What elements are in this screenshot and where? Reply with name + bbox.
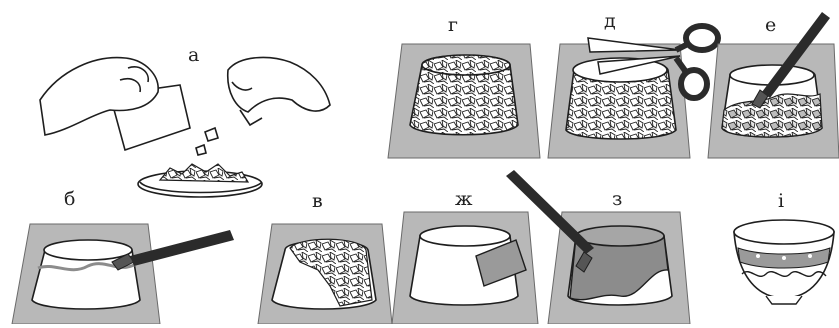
- panel-label-d: д: [604, 12, 616, 31]
- panel-label-zh: ж: [455, 190, 472, 209]
- panel-label-b: б: [64, 190, 75, 209]
- panel-g-covered: [388, 44, 540, 158]
- panel-zh-new-layer: [392, 212, 538, 324]
- bowl-of-scraps-icon: [138, 164, 262, 197]
- panel-i-finished: [734, 220, 834, 304]
- panel-v-first-layer: [258, 224, 392, 324]
- hands-tearing-paper-icon: [40, 57, 330, 155]
- panel-label-g: г: [448, 16, 458, 35]
- panel-b-gluing: [12, 224, 234, 324]
- panel-label-e: е: [765, 16, 776, 35]
- panel-a-tearing: [40, 57, 330, 197]
- panel-label-i: і: [778, 192, 784, 211]
- panel-label-z: з: [612, 190, 622, 209]
- panel-d-trimming: [548, 26, 718, 158]
- decorated-bowl-icon: [734, 220, 834, 304]
- panel-label-v: в: [312, 192, 323, 211]
- panel-label-a: а: [188, 46, 199, 65]
